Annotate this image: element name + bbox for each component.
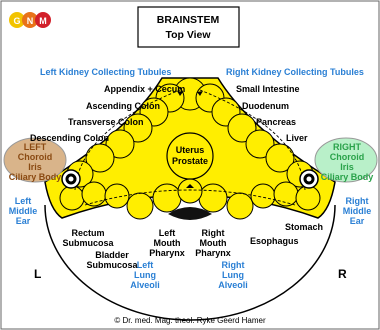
label-right-mouth-line1: Right xyxy=(202,228,225,238)
midbrain-crescent xyxy=(168,207,212,220)
logo-letter-g: G xyxy=(13,16,20,26)
label-stomach: Stomach xyxy=(285,222,323,232)
circle-liver-a xyxy=(245,129,275,159)
label-left-lung-line3: Alveoli xyxy=(130,280,160,290)
right-choroid-line3: Iris xyxy=(340,162,354,172)
logo-m-dot xyxy=(35,12,51,28)
label-transverse-colon: Transverse Colon xyxy=(68,117,144,127)
title-frame xyxy=(137,6,240,48)
uterus-prostate-circle xyxy=(166,132,214,180)
label-left-mouth-line2: Mouth xyxy=(154,238,181,248)
dashed-arc-lower xyxy=(84,189,296,206)
side-label-right: R xyxy=(338,267,347,281)
label-bladder-line1: Bladder xyxy=(95,250,129,260)
circle-center-lower xyxy=(177,178,203,204)
circle-bladder xyxy=(126,192,154,220)
right-choroid-labels: RIGHT Choroid Iris Ciliary Body xyxy=(321,142,374,182)
label-left-lung-line1: Left xyxy=(137,260,154,270)
right-target-icon xyxy=(299,169,319,189)
right-choroid-line4: Ciliary Body xyxy=(321,172,374,182)
circle-liver-b xyxy=(265,143,295,173)
left-middle-ear-labels: Left Middle Ear xyxy=(9,196,38,226)
label-right-mouth-line3: Pharynx xyxy=(195,248,231,258)
right-choroid-oval xyxy=(314,137,378,183)
left-choroid-line1: LEFT xyxy=(24,142,47,152)
label-duodenum: Duodenum xyxy=(242,101,289,111)
left-ear-line1: Left xyxy=(15,196,32,206)
left-choroid-line4: Ciliary Body xyxy=(9,172,62,182)
label-right-lung-line3: Alveoli xyxy=(218,280,248,290)
left-choroid-labels: LEFT Choroid Iris Ciliary Body xyxy=(9,142,62,182)
label-left-lung-line2: Lung xyxy=(134,270,156,280)
circle-rectum-a xyxy=(59,185,85,211)
label-left-kidney: Left Kidney Collecting Tubules xyxy=(40,67,171,77)
right-choroid-line1: RIGHT xyxy=(333,142,362,152)
right-ear-line2: Middle xyxy=(343,206,372,216)
circle-rectum-c xyxy=(104,183,130,209)
circle-stomach-c xyxy=(295,185,321,211)
circle-esophagus xyxy=(226,192,254,220)
label-rectum-line1: Rectum xyxy=(71,228,104,238)
right-choroid-line2: Choroid xyxy=(330,152,365,162)
label-right-lung-line2: Lung xyxy=(222,270,244,280)
label-prostate: Prostate xyxy=(172,156,208,166)
title-line2: Top View xyxy=(165,29,211,41)
logo-g-dot xyxy=(9,12,25,28)
label-pancreas: Pancreas xyxy=(256,117,296,127)
right-ear-line1: Right xyxy=(346,196,369,206)
right-middle-ear-labels: Right Middle Ear xyxy=(343,196,372,226)
label-right-mouth-line2: Mouth xyxy=(200,238,227,248)
label-left-mouth-line1: Left xyxy=(159,228,176,238)
logo-letter-n: N xyxy=(27,16,34,26)
label-bladder-line2: Submucosa xyxy=(86,260,138,270)
left-target-icon xyxy=(61,169,81,189)
label-ascending-colon: Ascending Colon xyxy=(86,101,160,111)
title-box: BRAINSTEM Top View xyxy=(137,6,240,48)
circle-descending-b xyxy=(85,143,115,173)
label-esophagus: Esophagus xyxy=(250,236,299,246)
title-line1: BRAINSTEM xyxy=(157,14,220,26)
logo-n-dot xyxy=(22,12,38,28)
copyright-text: © Dr. med. Mag. theol. Ryke Geerd Hamer xyxy=(114,316,266,325)
label-right-lung-line1: Right xyxy=(222,260,245,270)
left-choroid-oval xyxy=(3,137,67,183)
logo-letter-m: M xyxy=(39,16,47,26)
relay-circles xyxy=(59,77,321,220)
left-ear-line2: Middle xyxy=(9,206,38,216)
label-right-kidney: Right Kidney Collecting Tubules xyxy=(226,67,364,77)
right-ear-line3: Ear xyxy=(350,216,365,226)
label-appendix: Appendix + Cecum xyxy=(104,84,185,94)
circle-stomach-b xyxy=(273,181,299,207)
lower-arc xyxy=(44,204,336,321)
label-rectum-line2: Submucosa xyxy=(62,238,114,248)
arrow-heads xyxy=(177,91,203,188)
label-small-intestine: Small Intestine xyxy=(236,84,300,94)
left-choroid-line3: Iris xyxy=(28,162,42,172)
arrowhead-left-top xyxy=(177,91,183,96)
circle-rectum-b xyxy=(81,181,107,207)
left-choroid-line2: Choroid xyxy=(18,152,53,162)
left-ear-line3: Ear xyxy=(16,216,31,226)
label-descending-colon: Descending Colon xyxy=(30,133,109,143)
dashed-arcs xyxy=(74,89,306,206)
circle-left-mouth xyxy=(152,183,182,213)
arrowhead-center xyxy=(186,184,194,188)
circle-right-mouth xyxy=(198,183,228,213)
circle-descending-a xyxy=(105,129,135,159)
label-liver: Liver xyxy=(286,133,308,143)
side-label-left: L xyxy=(34,267,41,281)
label-uterus: Uterus xyxy=(176,145,205,155)
arrowhead-right-top xyxy=(197,91,203,96)
label-left-mouth-line3: Pharynx xyxy=(149,248,185,258)
gnm-logo: G N M xyxy=(9,12,51,28)
